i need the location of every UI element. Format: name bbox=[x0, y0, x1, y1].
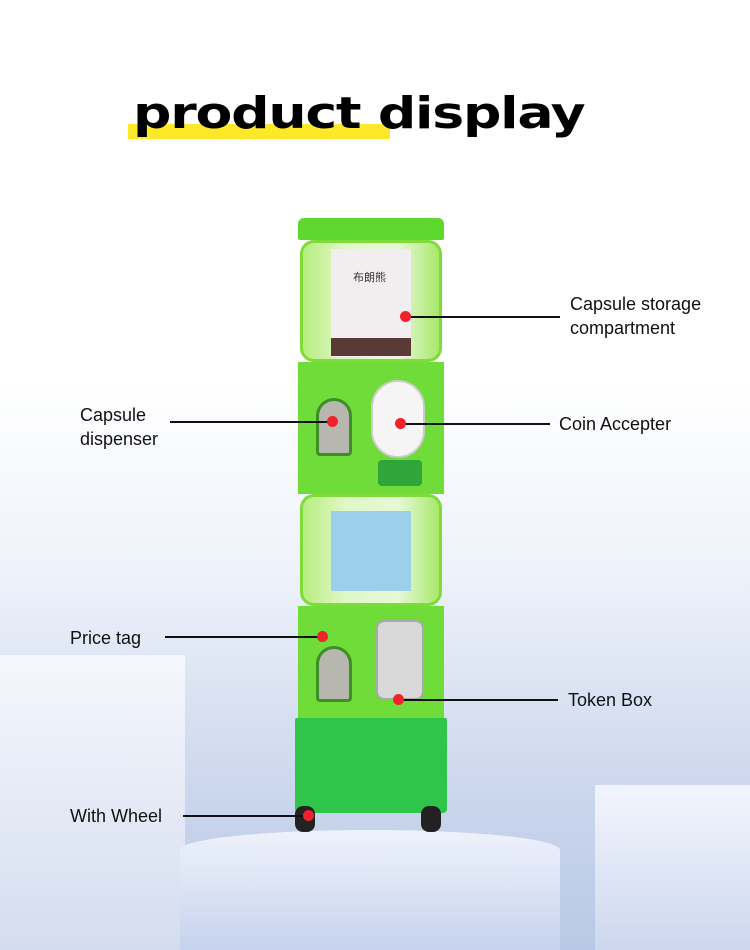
storage-callout-line bbox=[405, 316, 560, 318]
token-marker bbox=[393, 694, 404, 705]
pedestal-center bbox=[180, 830, 560, 950]
label-line: Capsule bbox=[80, 405, 147, 425]
price-callout-line bbox=[165, 636, 322, 638]
capsule-globe-lower bbox=[300, 494, 442, 606]
pedestal-right bbox=[595, 785, 750, 950]
dispenser-unit-lower bbox=[298, 606, 444, 718]
page-title: product display bbox=[133, 88, 586, 139]
label-token-box: Token Box bbox=[568, 690, 653, 710]
label-capsule-dispenser: Capsule dispenser bbox=[80, 403, 158, 451]
gumball-machine: 布朗熊 bbox=[295, 218, 447, 833]
machine-top bbox=[298, 218, 444, 240]
label-line: compartment bbox=[570, 318, 676, 338]
label-coin-accepter: Coin Accepter bbox=[559, 414, 672, 434]
token-callout-line bbox=[398, 699, 558, 701]
label-line: dispenser bbox=[80, 429, 159, 449]
label-line: Capsule storage bbox=[570, 294, 702, 314]
wheel-callout-line bbox=[183, 815, 308, 817]
coin-marker bbox=[395, 418, 406, 429]
label-capsule-storage: Capsule storage compartment bbox=[570, 292, 701, 340]
wheel-right bbox=[421, 806, 441, 832]
storage-marker bbox=[400, 311, 411, 322]
label-price-tag: Price tag bbox=[70, 628, 142, 648]
wheel-marker bbox=[303, 810, 314, 821]
dispenser-callout-line bbox=[170, 421, 332, 423]
capsule-globe-upper: 布朗熊 bbox=[300, 240, 442, 362]
machine-base bbox=[295, 718, 447, 813]
label-with-wheel: With Wheel bbox=[70, 806, 163, 826]
dispenser-unit-upper bbox=[298, 362, 444, 494]
dispenser-marker bbox=[327, 416, 338, 427]
price-marker bbox=[317, 631, 328, 642]
pedestal-left bbox=[0, 655, 185, 950]
title-highlight bbox=[128, 124, 390, 139]
sticker-text: 布朗熊 bbox=[353, 272, 386, 284]
coin-callout-line bbox=[400, 423, 550, 425]
